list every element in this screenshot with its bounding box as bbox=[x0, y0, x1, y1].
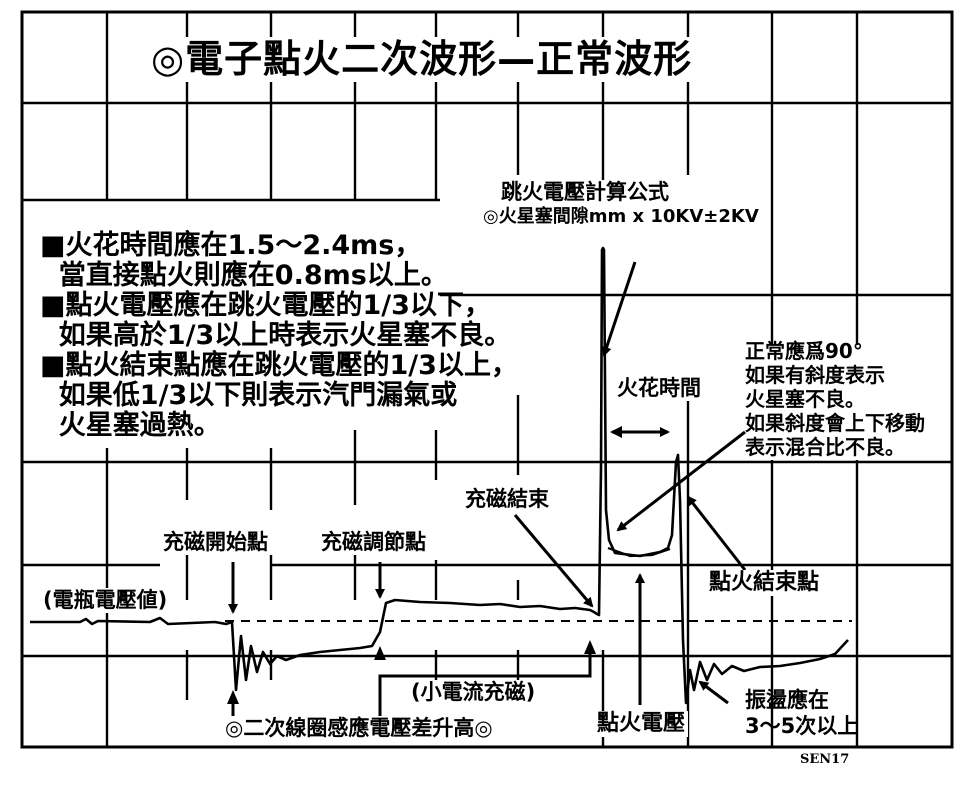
note-2-cont: 如果高於1/3以上時表示火星塞不良。 bbox=[40, 320, 512, 351]
oscillation-label-2: 3～5次以上 bbox=[745, 714, 859, 738]
waveform-trace bbox=[30, 246, 849, 705]
spark-time-label: 火花時間 bbox=[614, 376, 704, 401]
ignition-end-arrow bbox=[686, 495, 747, 571]
battery-voltage-label: (電瓶電壓値) bbox=[40, 588, 171, 613]
formula-arrow bbox=[601, 261, 637, 357]
normal-note-5: 表示混合比不良。 bbox=[745, 435, 905, 459]
page-title: ◎電子點火二次波形—正常波形 bbox=[145, 37, 699, 82]
normal-note-3: 火星塞不良。 bbox=[745, 387, 865, 411]
normal-note-2: 如果有斜度表示 bbox=[745, 363, 885, 387]
formula-title: 跳火電壓計算公式 bbox=[498, 180, 672, 205]
coil-voltage-label: ◎二次線圈感應電壓差升高◎ bbox=[222, 716, 496, 741]
note-3-cont2: 火星塞過熱。 bbox=[40, 410, 221, 441]
small-current-bracket bbox=[378, 648, 592, 700]
note-3: ■點火結束點應在跳火電壓的1/3以上， bbox=[40, 350, 518, 381]
note-2: ■點火電壓應在跳火電壓的1/3以下， bbox=[40, 290, 491, 321]
note-1: ■火花時間應在1.5～2.4ms， bbox=[40, 230, 422, 261]
normal-note-1: 正常應爲90° bbox=[745, 339, 863, 363]
frame bbox=[20, 10, 954, 749]
charge-start-label: 充磁開始點 bbox=[160, 530, 271, 555]
normal-angle-arrow bbox=[616, 430, 746, 532]
ignition-voltage-label: 點火電壓 bbox=[594, 711, 689, 737]
charge-adjust-label: 充磁調節點 bbox=[318, 530, 429, 555]
oscillation-label-1: 振盪應在 bbox=[745, 688, 829, 712]
small-current-label: (小電流充磁) bbox=[408, 680, 539, 705]
normal-note-4: 如果斜度會上下移動 bbox=[745, 411, 925, 435]
charge-end-label: 充磁結束 bbox=[462, 487, 552, 512]
formula-expression: ◎火星塞間隙mm x 10KV±2KV bbox=[480, 206, 762, 228]
note-1-cont: 當直接點火則應在0.8ms以上。 bbox=[40, 260, 448, 291]
oscillation-arrow bbox=[698, 680, 729, 705]
figure-code: SEN17 bbox=[800, 752, 850, 767]
note-3-cont: 如果低1/3以下則表示汽門漏氣或 bbox=[40, 380, 458, 411]
ignition-end-label: 點火結束點 bbox=[706, 570, 823, 596]
charge-end-arrow bbox=[513, 514, 594, 608]
